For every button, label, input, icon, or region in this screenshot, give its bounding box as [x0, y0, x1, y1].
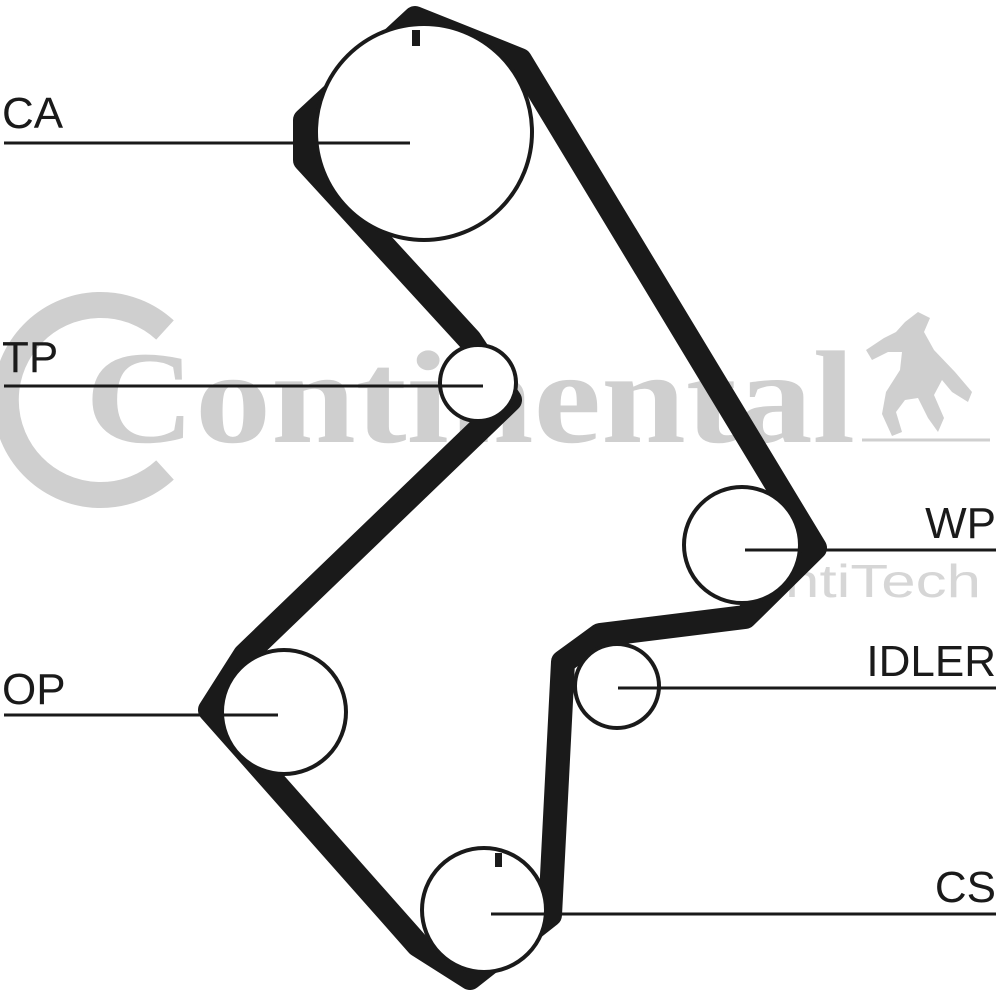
camshaft-timing-mark [412, 30, 420, 46]
tensioner-pulley [438, 343, 518, 423]
oil-pump-pulley [220, 648, 348, 776]
crankshaft-pulley [420, 846, 548, 974]
label-idler: IDLER [866, 637, 996, 686]
label-tp: TP [2, 333, 58, 382]
continental-c-ring-icon [0, 292, 174, 508]
leader-lines [4, 141, 996, 916]
label-ca: CA [2, 89, 64, 138]
water-pump-pulley [682, 485, 802, 605]
camshaft-pulley [314, 22, 534, 242]
label-cs: CS [935, 863, 996, 912]
label-wp: WP [925, 499, 996, 548]
label-op: OP [2, 665, 66, 714]
idler-pulley [573, 642, 661, 730]
rearing-horse-icon [866, 312, 972, 436]
crankshaft-timing-mark [495, 853, 502, 867]
